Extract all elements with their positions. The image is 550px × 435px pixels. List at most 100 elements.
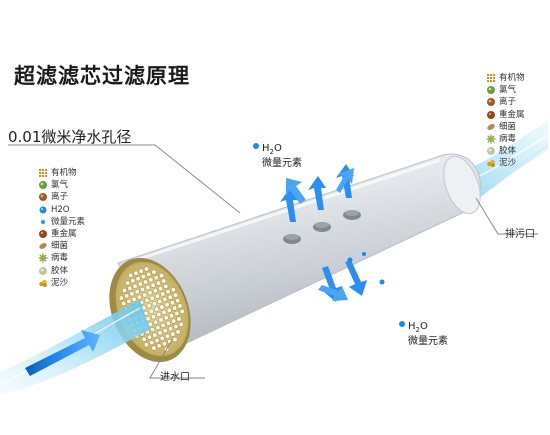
legend-label: 细菌 [51,241,69,252]
fiber-hole [170,287,176,293]
legend-label: 病毒 [499,134,517,145]
legend-label: 泥沙 [499,158,517,169]
page-title: 超滤滤芯过滤原理 [14,64,190,88]
fiber-hole [151,269,157,275]
legend-label: 重金属 [51,229,77,240]
bacteria-icon [486,122,496,132]
fiber-hole [147,321,153,327]
fiber-hole [144,297,150,304]
fiber-hole [143,342,149,348]
fiber-hole [151,301,157,307]
organic-icon [38,168,48,178]
legend-item: 有机物 [38,167,85,179]
fiber-hole [168,326,174,332]
outflow-arrows-bottom [318,260,367,302]
legend-item: 氯气 [38,179,85,191]
water-inlet-label: 进水口 [160,372,190,383]
fiber-hole [152,332,158,338]
fiber-hole [118,295,124,301]
fiber-hole [156,343,162,349]
legend-item: 微量元素 [38,216,85,228]
h2o-formula: H2O [408,321,428,334]
legend-item: 泥沙 [38,277,85,289]
filter-tube [117,153,481,353]
fiber-hole [172,336,178,343]
fiber-hole [127,285,133,292]
bacteria-icon [38,241,48,251]
fiber-hole [135,276,141,282]
fiber-hole [168,313,175,319]
sediment-icon [38,278,48,288]
fiber-hole [146,334,153,340]
h2o-formula: H2O [262,143,282,156]
legend-item: 重金属 [38,228,85,240]
virus-icon [38,253,48,264]
membrane-face [109,257,191,363]
legend-label: 有机物 [51,168,77,179]
legend-label: 细菌 [499,121,517,132]
fiber-hole [157,298,163,305]
fiber-hole [172,292,179,298]
fiber-hole [175,298,181,304]
legend-label: 胶体 [51,265,69,276]
fiber-hole [163,315,169,321]
fiber-hole [158,317,164,323]
fiber-hole [130,278,136,284]
legend-item: 氯气 [486,84,525,96]
outflow-arrows-top [280,164,354,222]
fiber-hole [174,310,180,317]
fiber-hole [159,335,165,342]
tube-holes [283,210,361,244]
fiber-hole [153,275,159,281]
fiber-hole [155,280,161,286]
fiber-hole [128,272,134,279]
fiber-hole [149,340,155,346]
legend-label: 离子 [499,97,517,108]
fiber-hole [124,280,131,286]
legend-item: 细菌 [38,240,85,252]
legend-item: 病毒 [486,133,525,145]
chlorine-icon [486,85,496,95]
fiber-hole [160,291,166,297]
fiber-hole [147,290,153,296]
top-output-label: H2O 微量元素 [262,143,302,169]
fiber-hole [146,303,152,309]
heavy-metal-icon [38,229,48,239]
fiber-hole [140,274,146,280]
fiber-hole [171,318,177,324]
fiber-hole [134,289,140,295]
fiber-hole [157,330,163,336]
fiber-hole [143,279,149,285]
legend-label: 重金属 [499,109,525,120]
fiber-hole [161,341,167,347]
inlet-arrow [25,330,100,376]
fiber-hole [150,327,156,333]
fiber-hole [143,266,150,272]
fiber-hole [170,331,176,337]
fiber-hole [165,320,171,326]
heavy-metal-icon [486,110,496,120]
fiber-hole [169,300,175,306]
legend-label: 氯气 [499,85,517,96]
legend-item: 有机物 [486,72,525,84]
fiber-hole [155,324,161,331]
fiber-hole [173,323,179,330]
fiber-hole [133,270,139,276]
sediment-icon [486,158,496,168]
fiber-hole [146,271,152,278]
fiber-hole [163,283,169,290]
fiber-hole [132,283,138,289]
fiber-hole [161,309,167,316]
fiber-hole [162,296,168,303]
legend-label: 微量元素 [51,216,86,227]
trace-element-text: 微量元素 [262,158,302,169]
fiber-hole [145,284,151,291]
fiber-hole [124,293,130,299]
virus-icon [486,134,496,144]
drain-outlet-label: 排污口 [505,229,535,240]
fiber-hole [158,273,165,279]
fiber-hole [159,304,165,310]
